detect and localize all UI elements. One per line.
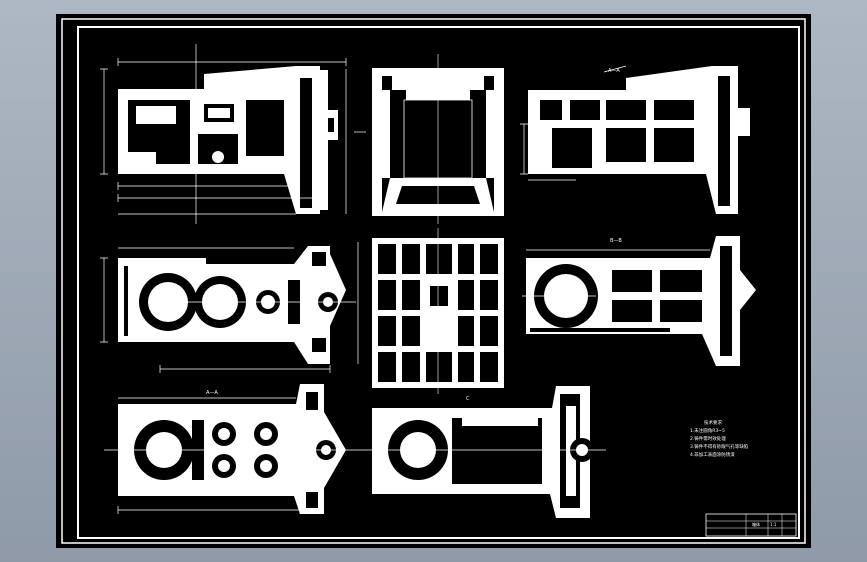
title-block: 箱体 1:1 [705, 513, 797, 537]
outer-border [61, 18, 806, 544]
view-middle-right: B—B [522, 236, 756, 366]
inner-border [77, 26, 800, 539]
section-label-bottom-middle: C [466, 396, 470, 402]
view-top-middle [372, 54, 504, 224]
view-top-right: A—A [520, 65, 750, 214]
note-4: 4.非加工表面涂防锈漆 [690, 451, 735, 458]
view-middle-left [100, 242, 359, 373]
note-2: 2.铸件需时效处理 [690, 435, 726, 442]
section-label-middle-right: B—B [610, 238, 622, 244]
title-block-scale: 1:1 [770, 522, 777, 527]
section-label-bottom-left: A—A [206, 390, 218, 396]
view-top-left [100, 44, 366, 224]
view-bottom-left: A—A [104, 384, 356, 514]
title-block-name: 箱体 [752, 521, 760, 527]
drawing-sheet: A—A [56, 14, 811, 548]
view-bottom-middle: C [356, 386, 606, 518]
view-middle [372, 228, 504, 394]
technical-notes: 技术要求 1.未注圆角R3~5 2.铸件需时效处理 3.铸件不得有砂眼气孔等缺陷… [690, 419, 749, 458]
cad-drawing: A—A [61, 18, 806, 544]
note-1: 1.未注圆角R3~5 [690, 427, 725, 434]
section-label-top-right: A—A [608, 68, 620, 74]
notes-title: 技术要求 [704, 419, 722, 426]
note-3: 3.铸件不得有砂眼气孔等缺陷 [690, 443, 749, 450]
